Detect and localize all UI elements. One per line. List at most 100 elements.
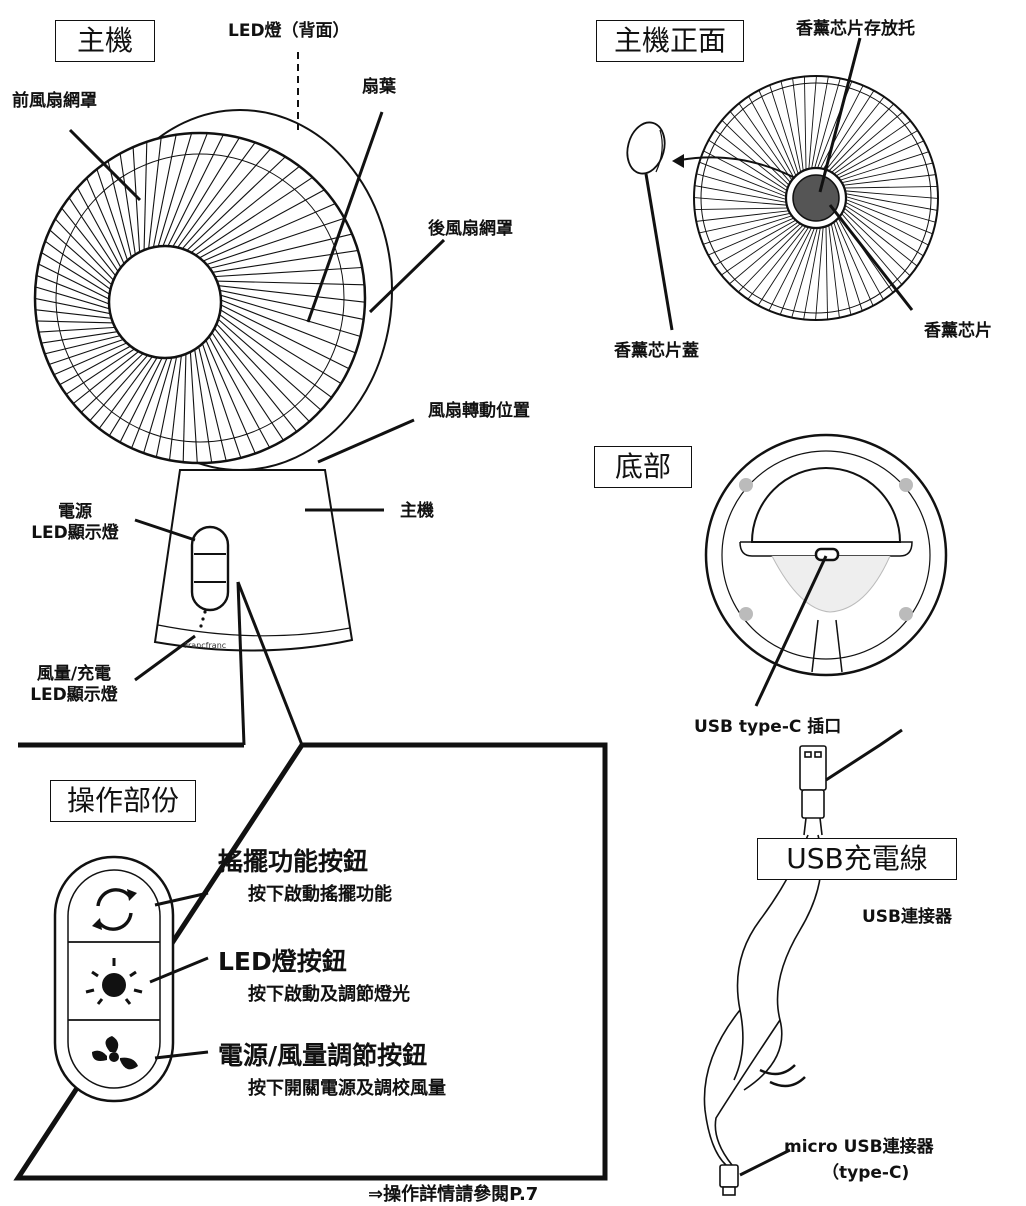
label-body: 主機 [400,501,434,521]
guard-wire [711,217,800,268]
label-micro-usb-line2: （type-C) [822,1163,910,1183]
guard-wire [736,100,795,184]
guard-wire [35,342,137,418]
guard-wire [778,223,817,318]
guard-wire [719,117,793,189]
front-guard [33,131,367,465]
guard-wire [839,207,913,279]
usb-cable [703,745,827,1196]
guard-wire [181,347,187,463]
button-title-led: LED燈按鈕 [218,947,347,976]
guard-wire [35,186,118,290]
guard-wire [841,200,932,247]
section-operation: 操作部份 [50,780,196,822]
button-title-power: 電源/風量調節按鈕 [218,1041,428,1070]
guard-wire [839,185,938,189]
label-power-led: 電源 LED顯示燈 [20,502,130,544]
guard-wire [841,197,936,236]
guard-wire [35,216,116,299]
guard-wire [212,314,330,418]
guard-wire [823,94,887,174]
guard-wire [696,160,791,199]
label-wind-led: 風量/充電 LED顯示燈 [18,664,130,706]
guard-wire [35,266,116,312]
guard-wire [185,160,307,258]
guard-wire [146,350,179,463]
guard-wire [810,76,830,173]
front-view-fan [693,75,939,321]
guard-wire [830,118,914,177]
guard-wire [790,223,819,320]
guard-wire [35,339,134,403]
section-main-unit: 主機 [55,20,155,62]
label-led-back: LED燈（背面） [228,21,350,41]
footnote: ⇒操作詳情請參閱P.7 [368,1184,539,1205]
section-front-view: 主機正面 [596,20,744,62]
label-aroma-holder: 香薰芯片存放托 [796,19,915,39]
guard-wire [35,201,117,294]
guard-wire [160,133,218,253]
guard-wire [177,137,281,255]
guard-wire [151,133,184,254]
section-bottom: 底部 [594,446,692,488]
guard-wire [746,93,797,182]
guard-wire [828,109,906,176]
label-usb-port: USB type-C 插口 [694,717,842,737]
guard-wire [694,184,791,204]
guard-wire [813,76,842,173]
wind-led-line2: LED顯示燈 [30,685,118,705]
guard-wire [35,232,116,303]
guard-wire [205,330,281,463]
guard-wire [35,172,119,286]
oscillate-icon [92,888,137,931]
guard-wire [35,336,130,387]
guard-wire [838,173,938,187]
label-micro-usb-line1: micro USB連接器 [784,1137,934,1157]
guard-wire [840,205,920,269]
guard-wire [745,222,809,302]
guard-wire [818,82,865,173]
guard-wire [193,342,218,463]
guard-wire [35,333,127,371]
brand-mark: Francfranc [184,641,227,650]
guard-wire [209,322,307,444]
guard-wire [825,101,897,175]
guard-wire [35,283,117,316]
guard-wire [211,284,365,303]
guard-wire [213,310,339,403]
guard-wire [791,76,805,176]
guard-wire [112,351,170,463]
button-desc-led: 按下啟動及調節燈光 [248,984,410,1005]
guard-wire [147,133,166,256]
label-pivot: 風扇轉動位置 [428,401,530,421]
guard-wire [779,78,803,177]
guard-wire [193,186,330,262]
bottom-view [704,433,948,677]
guard-wire [35,326,122,338]
guard-wire [213,288,365,321]
guard-wire [841,195,938,224]
guard-wire [814,222,824,320]
guard-wire [164,348,183,463]
aroma-cover [626,121,666,175]
guard-wire [155,133,201,253]
button-desc-oscillate: 按下啟動搖擺功能 [248,884,392,905]
guard-wire [164,133,235,253]
guard-wire [700,214,797,246]
guard-wire [756,223,812,309]
guard-wire [833,216,875,309]
operation-pill [53,855,175,1103]
guard-wire [735,221,807,295]
guard-wire [832,128,921,179]
guard-wire [841,202,927,258]
led-light-icon [85,958,143,1005]
guard-wire [808,76,818,174]
guard-wire [705,215,798,257]
guard-wire [768,82,800,179]
guard-wire [207,326,294,456]
guard-wire [841,192,938,212]
guard-wire [829,219,853,318]
guard-wire [95,351,166,463]
guard-wire [835,150,932,182]
